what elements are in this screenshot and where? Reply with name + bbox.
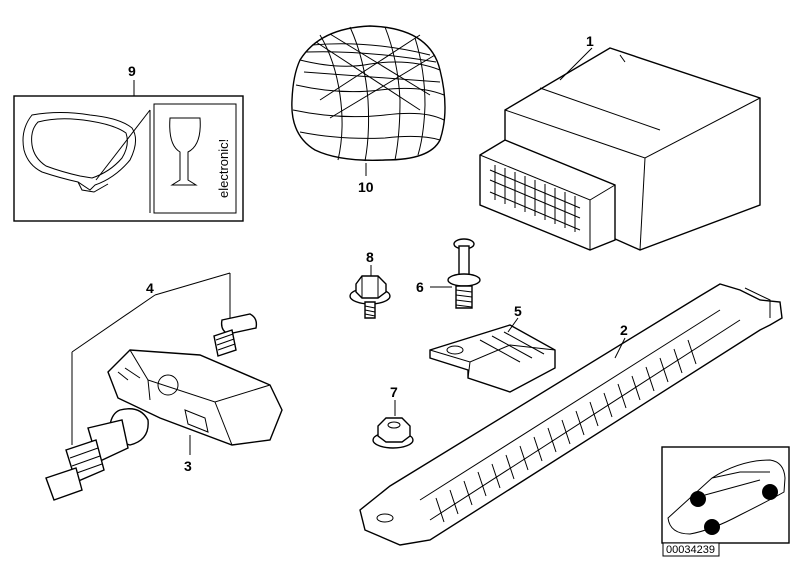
part-1-control-unit[interactable] [479, 47, 761, 251]
callout-2: 2 [620, 322, 628, 338]
part-9-warning-label[interactable]: electronic! [13, 95, 244, 222]
part-number-box [662, 542, 720, 557]
part-3-sensor[interactable] [45, 349, 283, 501]
callout-4: 4 [146, 280, 154, 296]
part-7-nut[interactable] [372, 417, 414, 449]
part-5-clip[interactable] [429, 324, 556, 393]
callout-1: 1 [586, 33, 594, 49]
part-number-text: 00034239 [666, 544, 715, 556]
vehicle-locator-inset[interactable] [661, 446, 790, 544]
callout-7: 7 [390, 384, 398, 400]
callout-8: 8 [366, 249, 374, 265]
part-10-cushion[interactable] [291, 25, 446, 162]
callout-3: 3 [184, 458, 192, 474]
electronic-label-text: electronic! [216, 139, 231, 198]
group-4-bracket [71, 272, 231, 445]
callout-9: 9 [128, 63, 136, 79]
callout-5: 5 [514, 303, 522, 319]
leader-5 [507, 317, 519, 333]
locator-dot-front-left [690, 491, 706, 507]
leader-2 [614, 337, 626, 359]
part-6-pin[interactable] [447, 238, 481, 309]
part-2-strap[interactable] [359, 283, 783, 546]
callout-10: 10 [358, 179, 374, 195]
leader-1 [559, 47, 593, 81]
locator-dot-front-right [704, 519, 720, 535]
part-4-screw[interactable] [213, 313, 258, 357]
part-8-flange-nut[interactable] [349, 275, 391, 319]
callout-6: 6 [416, 279, 424, 295]
locator-dot-rear-right [762, 484, 778, 500]
